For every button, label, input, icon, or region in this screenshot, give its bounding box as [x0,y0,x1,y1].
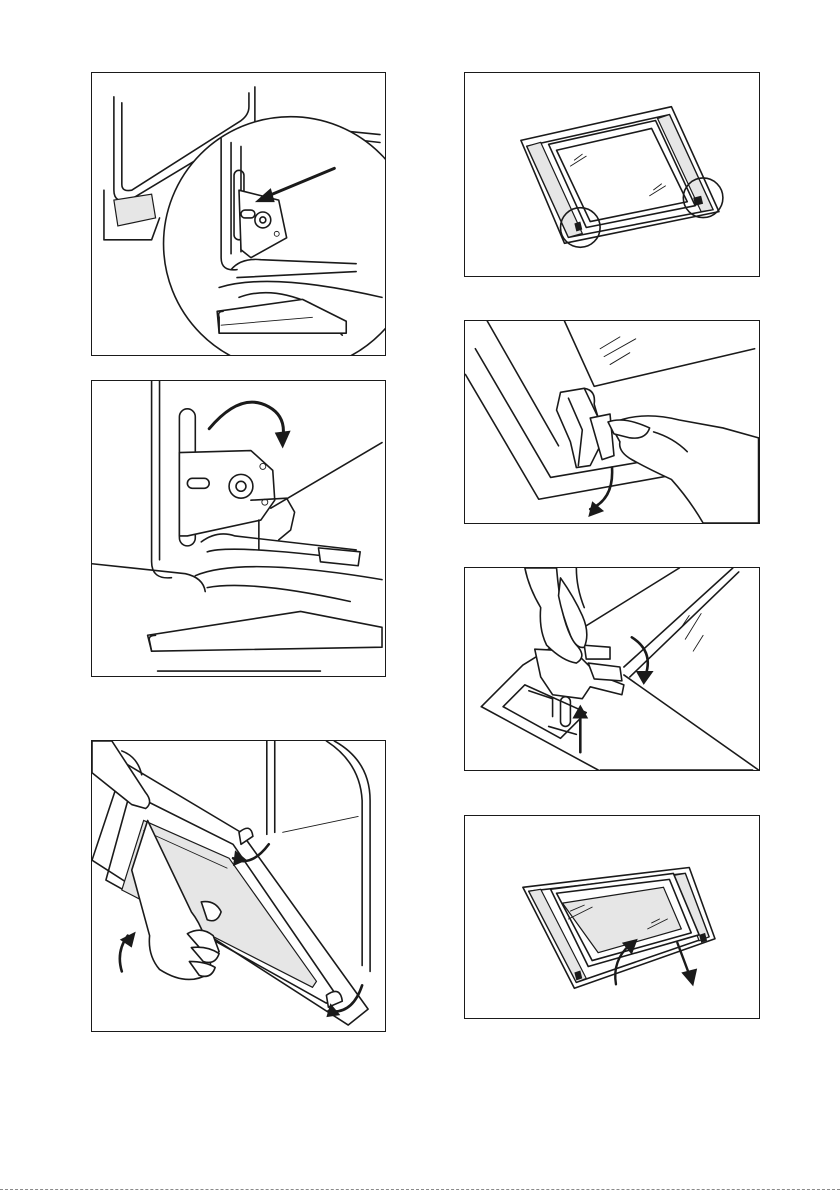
figure-release-clip [464,320,760,524]
door-glass-clips-illustration [465,73,759,276]
figure-door-glass-clips [464,72,760,277]
figure-press-clip-lift [464,567,760,771]
hinge-lever-detail-illustration [92,73,385,355]
figure-glass-removal [464,815,760,1019]
press-clip-lift-illustration [465,568,759,770]
release-clip-illustration [465,321,759,523]
page-bottom-dashed-line [0,1189,840,1190]
figure-hinge-lever-rotated [91,380,386,677]
figure-door-lift-off [91,740,386,1032]
figure-hinge-lever-detail [91,72,386,356]
door-lift-off-illustration [92,741,385,1031]
glass-removal-illustration [465,816,759,1018]
hinge-lever-rotated-illustration [92,381,385,676]
